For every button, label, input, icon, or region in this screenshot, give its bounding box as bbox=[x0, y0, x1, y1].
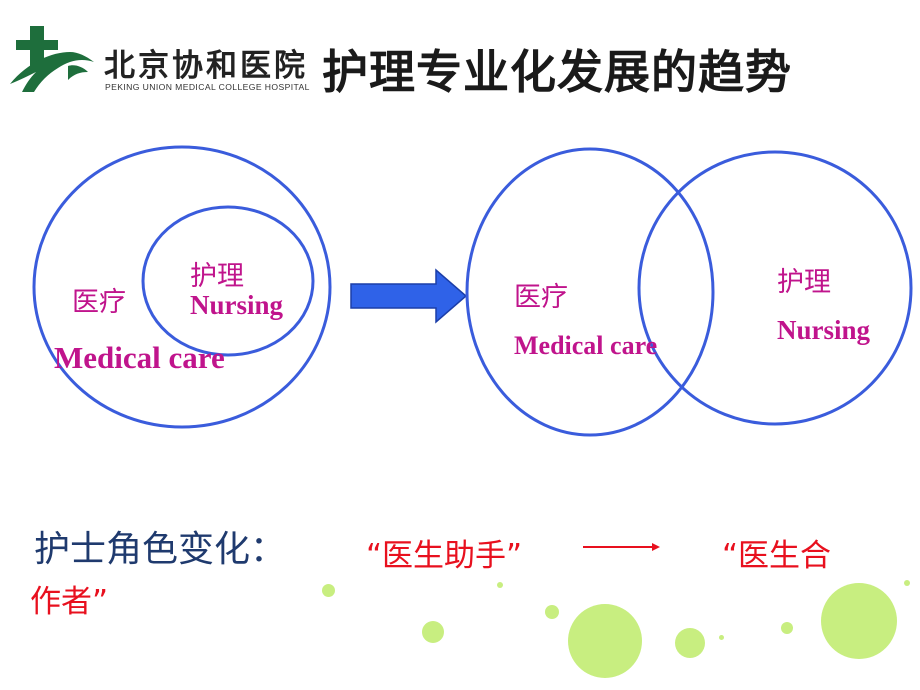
right-left-label-cn: 医疗 bbox=[514, 282, 568, 313]
right-nursing-circle bbox=[637, 150, 913, 426]
role-change-arrow-icon bbox=[583, 543, 660, 551]
transition-arrow-icon bbox=[350, 268, 468, 324]
role-change-from: “医生助手” bbox=[366, 538, 523, 574]
decorative-dot bbox=[719, 635, 724, 640]
decorative-dot bbox=[568, 604, 642, 678]
hospital-logo-icon bbox=[10, 26, 94, 92]
left-inner-circle bbox=[141, 205, 315, 357]
right-right-label-en: Nursing bbox=[777, 315, 871, 345]
decorative-dot bbox=[322, 584, 335, 597]
decorative-dot bbox=[675, 628, 705, 658]
left-inner-label-en: Nursing bbox=[190, 290, 284, 320]
decorative-dot bbox=[545, 605, 559, 619]
left-outer-label-cn: 医疗 bbox=[72, 287, 126, 318]
role-change-to-line1: “医生合 bbox=[722, 538, 832, 574]
decorative-dot bbox=[422, 621, 444, 643]
left-outer-circle bbox=[32, 145, 332, 429]
decorative-dot bbox=[781, 622, 793, 634]
right-left-label-en: Medical care bbox=[514, 331, 658, 360]
decorative-dot bbox=[904, 580, 910, 586]
decorative-dot bbox=[821, 583, 897, 659]
role-change-label: 护士角色变化： bbox=[34, 529, 287, 570]
left-inner-label-cn: 护理 bbox=[190, 261, 244, 292]
logo-english-name: PEKING UNION MEDICAL COLLEGE HOSPITAL bbox=[105, 82, 310, 92]
right-right-label-cn: 护理 bbox=[777, 267, 831, 298]
slide-title: 护理专业化发展的趋势 bbox=[322, 45, 792, 99]
right-medical-circle bbox=[465, 147, 715, 437]
left-outer-label-en: Medical care bbox=[54, 340, 225, 375]
logo-chinese-name: 北京协和医院 bbox=[104, 48, 308, 84]
decorative-dot bbox=[497, 582, 503, 588]
role-change-to-line2: 作者” bbox=[30, 584, 109, 620]
